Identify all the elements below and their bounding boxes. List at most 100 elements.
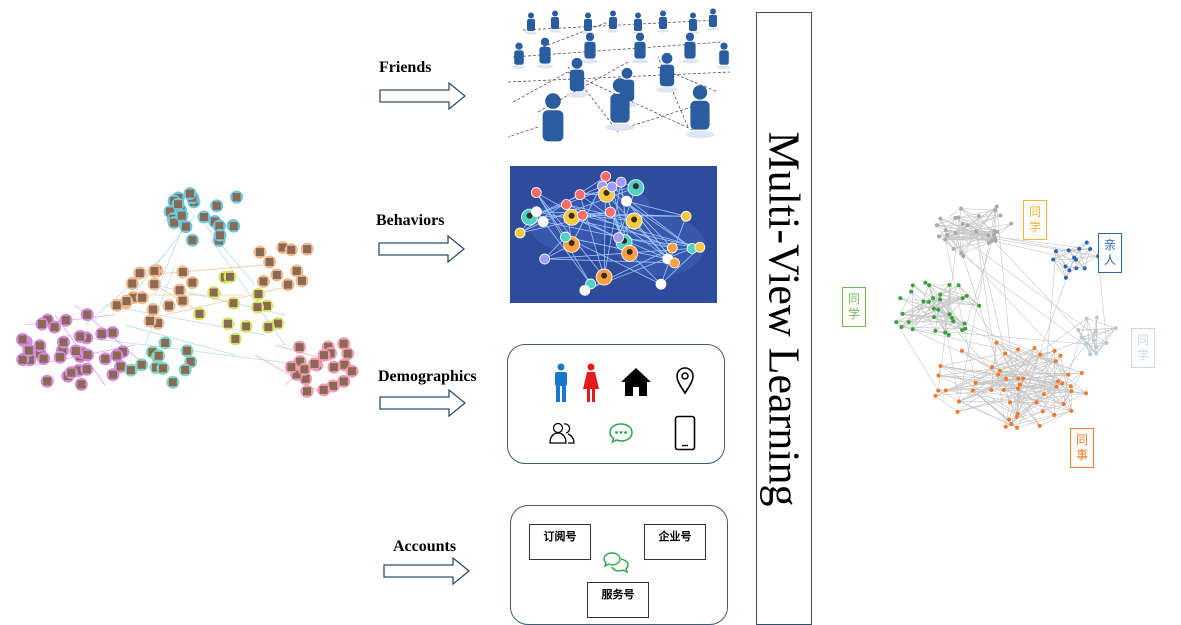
accounts-panel: 订阅号 企业号 服务号 xyxy=(510,505,728,625)
cluster-node xyxy=(936,234,941,239)
person-icon xyxy=(685,85,715,138)
avatar-photo xyxy=(145,317,154,326)
avatar-photo xyxy=(209,288,218,297)
friends-label: Friends xyxy=(379,59,432,76)
person-icon xyxy=(536,37,554,69)
cluster-node xyxy=(1052,413,1057,418)
cluster-node xyxy=(976,214,981,219)
avatar-photo xyxy=(118,347,127,356)
cluster-edge xyxy=(958,285,963,299)
cluster-edge xyxy=(1075,255,1099,261)
connection-line xyxy=(618,187,637,238)
cluster-node xyxy=(1074,266,1079,271)
cluster-edge xyxy=(1086,242,1099,257)
avatar-photo xyxy=(116,362,125,371)
avatar-photo xyxy=(37,320,46,329)
avatar-photo xyxy=(108,370,117,379)
cluster-edge xyxy=(896,285,959,323)
cluster-node xyxy=(989,365,994,370)
cluster-edge xyxy=(945,230,1099,257)
cluster-node xyxy=(898,296,903,301)
cluster-node xyxy=(959,251,964,256)
avatar-head xyxy=(603,189,610,196)
avatar-photo xyxy=(76,332,85,341)
service-account-doc: 服务号 xyxy=(587,582,649,618)
cluster-node xyxy=(955,409,960,414)
avatar-photo xyxy=(39,354,48,363)
cluster-edge xyxy=(936,208,962,226)
cluster-edge xyxy=(1084,248,1091,269)
cluster-node xyxy=(934,223,939,228)
location-icon xyxy=(676,367,694,395)
avatar-photo xyxy=(278,243,287,252)
cluster-node xyxy=(958,206,963,211)
cluster-edge xyxy=(935,321,954,332)
cluster-edge xyxy=(996,223,1012,233)
cluster-node xyxy=(906,320,911,325)
cluster-edge xyxy=(960,208,996,211)
cluster-node xyxy=(986,240,991,245)
cluster-edge xyxy=(1057,331,1097,382)
cluster-edge xyxy=(1063,392,1087,405)
cluster-tag-relatives: 亲人 xyxy=(1098,233,1122,273)
cluster-node xyxy=(1040,409,1045,414)
cluster-edge xyxy=(1053,250,1069,260)
avatar-photo xyxy=(74,366,83,375)
cluster-node xyxy=(947,312,952,317)
cluster-node xyxy=(1067,268,1072,273)
cluster-node xyxy=(921,299,926,304)
cluster-node xyxy=(938,297,943,302)
user-node xyxy=(574,189,586,201)
cluster-node xyxy=(973,380,978,385)
cluster-node xyxy=(938,363,943,368)
avatar-photo xyxy=(300,365,309,374)
person-icon xyxy=(656,52,678,93)
cluster-node xyxy=(943,228,948,233)
person-icon xyxy=(605,78,635,131)
user-node xyxy=(514,227,526,239)
cluster-edge xyxy=(936,224,1069,251)
cluster-node xyxy=(1066,372,1071,377)
avatar-photo xyxy=(303,245,312,254)
cluster-edge xyxy=(961,242,989,254)
cluster-edge xyxy=(962,215,980,225)
avatar-photo xyxy=(215,222,224,231)
avatar-photo xyxy=(77,380,86,389)
cluster-node xyxy=(960,222,965,227)
subscription-account-doc: 订阅号 xyxy=(529,524,591,560)
user-node xyxy=(539,253,551,265)
avatar-photo xyxy=(150,266,159,275)
cluster-node xyxy=(1060,381,1065,386)
avatar-photo xyxy=(320,351,329,360)
cluster-node xyxy=(1088,247,1093,252)
cluster-edge xyxy=(945,230,1077,261)
avatar-photo xyxy=(264,323,273,332)
user-node xyxy=(560,199,572,210)
avatar-photo xyxy=(158,364,167,373)
connection-line xyxy=(544,258,675,264)
cluster-node xyxy=(1074,257,1079,262)
cluster-edge xyxy=(902,313,935,318)
cluster-node xyxy=(951,319,956,324)
cluster-edge xyxy=(912,285,934,299)
avatar-photo xyxy=(296,357,305,366)
cluster-node xyxy=(933,328,938,333)
connection-line xyxy=(582,214,700,248)
avatar-photo xyxy=(292,370,301,379)
person-icon xyxy=(687,12,699,35)
cluster-node xyxy=(1032,346,1037,351)
cluster-edge xyxy=(975,216,980,232)
accounts-label: Accounts xyxy=(393,538,457,555)
avatar-photo xyxy=(195,309,204,318)
cluster-node xyxy=(1056,379,1061,384)
cluster-edge xyxy=(1005,353,1072,412)
behaviors-label: Behaviors xyxy=(376,212,445,229)
user-node xyxy=(680,210,692,222)
avatar-photo xyxy=(287,245,296,254)
user-node xyxy=(666,242,678,254)
avatar-photo xyxy=(339,377,348,386)
avatar-photo xyxy=(174,200,183,209)
avatar-photo xyxy=(168,378,177,387)
avatar-photo xyxy=(129,293,138,302)
cluster-edge xyxy=(929,284,967,297)
